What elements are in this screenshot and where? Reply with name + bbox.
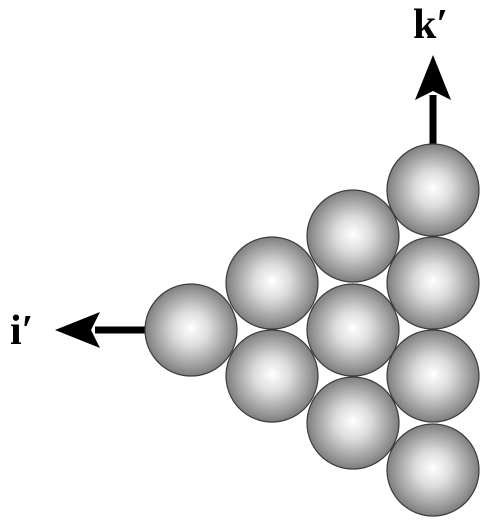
sphere <box>144 283 238 377</box>
sphere <box>225 329 319 423</box>
sphere <box>306 376 400 470</box>
i-prime-label: i′ <box>10 308 33 354</box>
sphere <box>386 143 480 237</box>
i-prime-axis: i′ <box>10 308 148 354</box>
sphere <box>386 236 480 330</box>
sphere-stack <box>144 143 480 517</box>
k-prime-arrow-head <box>415 55 451 100</box>
i-prime-arrow-head <box>55 312 100 348</box>
k-prime-label: k′ <box>413 2 448 48</box>
sphere <box>386 329 480 423</box>
k-prime-axis: k′ <box>413 2 451 150</box>
sphere <box>386 423 480 517</box>
sphere <box>225 236 319 330</box>
sphere <box>306 189 400 283</box>
sphere <box>306 283 400 377</box>
